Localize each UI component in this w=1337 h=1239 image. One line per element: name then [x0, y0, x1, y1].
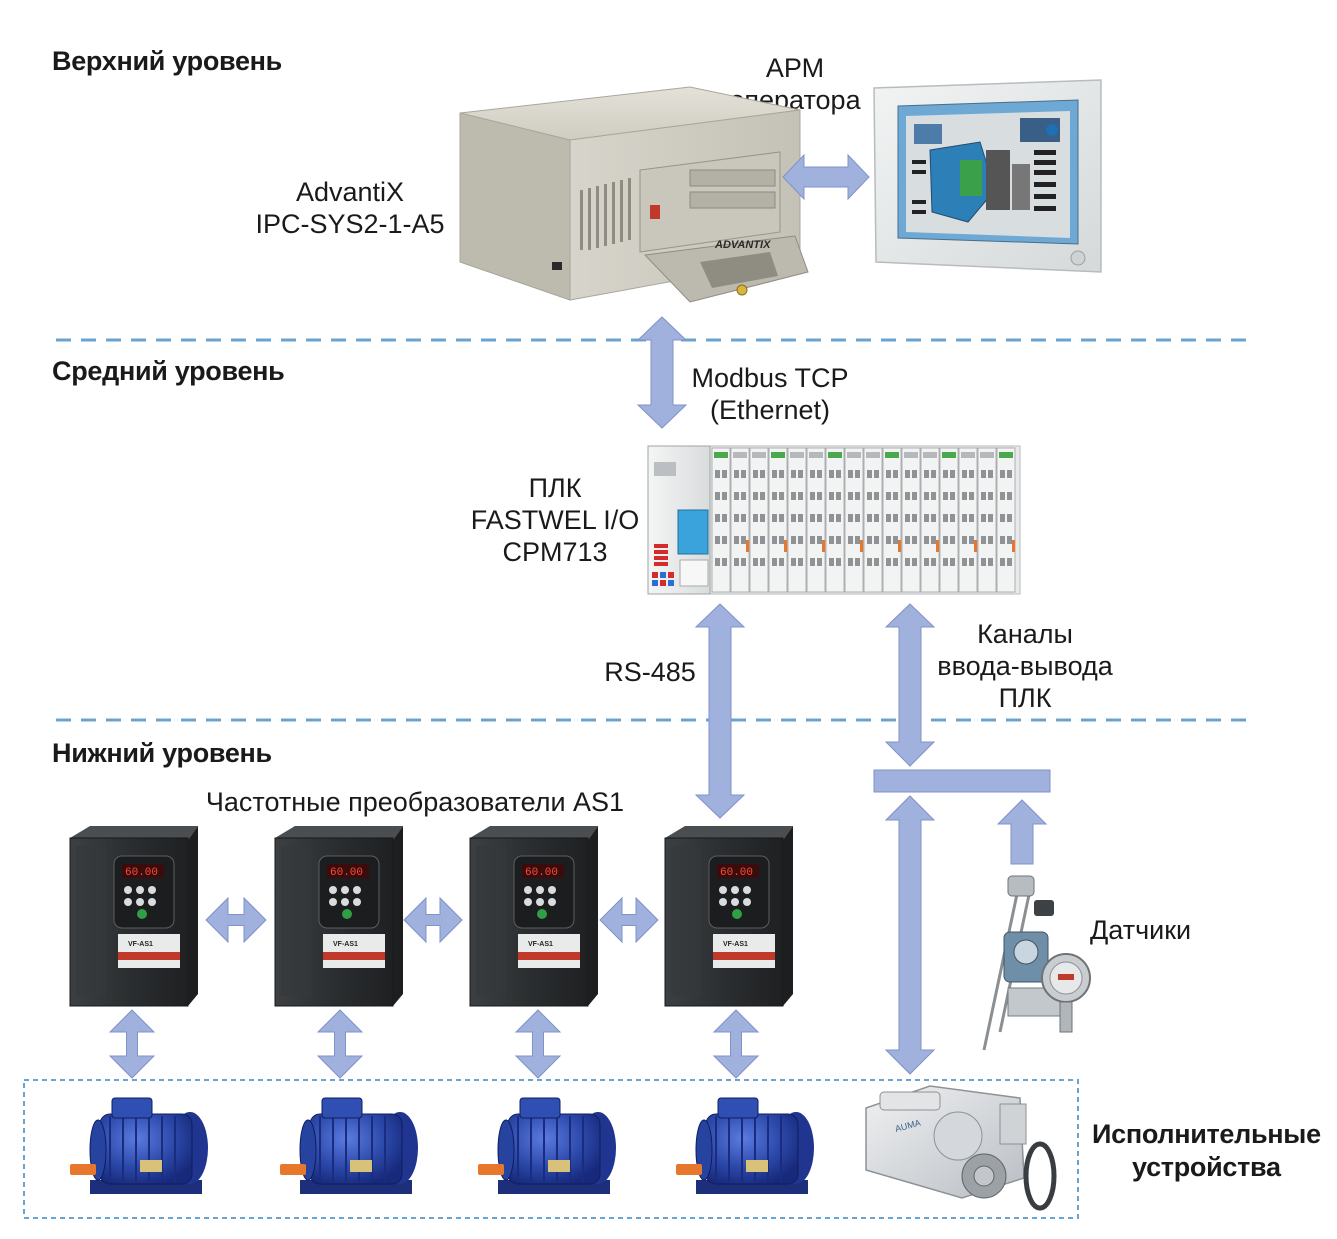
- plc-fastwel: [647, 445, 1021, 595]
- arrow-converter-link: [403, 896, 463, 944]
- actuators-frame: [23, 1079, 1079, 1219]
- computer-brand-line: AdvantiX: [295, 177, 405, 207]
- modbus-label: Modbus TCP (Ethernet): [680, 362, 860, 426]
- arrow-sensors-bus: [996, 799, 1048, 865]
- actuators-line: Исполнительные: [1092, 1119, 1321, 1149]
- plc-io-module: [996, 447, 1016, 593]
- io-label-line: ввода-вывода: [937, 651, 1113, 681]
- io-channels-label: Каналы ввода-вывода ПЛК: [920, 618, 1130, 714]
- plc-label: ПЛК FASTWEL I/O CPM713: [455, 472, 655, 568]
- motor-links: [108, 1009, 760, 1079]
- plc-io-module: [730, 447, 750, 593]
- plc-label-line: ПЛК: [528, 473, 582, 503]
- middle-level-title: Средний уровень: [52, 356, 285, 386]
- io-label-line: Каналы: [977, 619, 1073, 649]
- arm-label-line: АРМ: [765, 53, 825, 83]
- arrow-converter-link: [205, 896, 267, 944]
- arrow-motor-link: [712, 1009, 760, 1079]
- computer-model-line: IPC-SYS2-1-A5: [255, 209, 445, 239]
- sensors-label: Датчики: [1090, 915, 1192, 945]
- computer-brand-plate: ADVANTIX: [714, 239, 771, 251]
- computer-label: AdvantiX IPC-SYS2-1-A5: [240, 176, 460, 240]
- arrow-rs485: [694, 603, 746, 819]
- arrow-motor-link: [316, 1009, 364, 1079]
- converter-model: VF-AS1: [128, 941, 153, 948]
- operator-monitor: [873, 79, 1102, 273]
- electric-motor: [478, 1097, 616, 1194]
- arrow-bus-actuator: [884, 795, 936, 1075]
- plc-io-module: [920, 447, 940, 593]
- rs485-label: RS-485: [604, 657, 696, 687]
- actuators-label: Исполнительные устройства: [1092, 1118, 1321, 1184]
- arrow-converter-link: [599, 896, 659, 944]
- industrial-pc: ADVANTIX: [459, 86, 809, 303]
- converter-display: 60.00: [525, 867, 558, 879]
- converter-model: VF-AS1: [333, 941, 358, 948]
- arrow-modbus: [636, 316, 688, 429]
- plc-io-module: [882, 447, 902, 593]
- plc-io-module: [863, 447, 883, 593]
- frequency-converters: 60.00VF-AS160.00VF-AS160.00VF-AS160.00VF…: [69, 826, 793, 1007]
- plc-io-module: [844, 447, 864, 593]
- converters-label: Частотные преобразователи AS1: [205, 787, 625, 817]
- actuators-line: устройства: [1132, 1152, 1281, 1182]
- arrow-motor-link: [108, 1009, 156, 1079]
- io-bus-bar: [873, 769, 1051, 793]
- arrow-motor-link: [514, 1009, 562, 1079]
- electric-motor: [70, 1097, 208, 1194]
- plc-io-module: [939, 447, 959, 593]
- sensors-group: [982, 875, 1091, 1051]
- plc-io-module: [787, 447, 807, 593]
- plc-label-line: CPM713: [502, 537, 608, 567]
- modbus-line: Modbus TCP: [691, 363, 849, 393]
- converter-links: [205, 896, 659, 944]
- plc-io-module: [768, 447, 788, 593]
- plc-label-line: FASTWEL I/O: [470, 505, 640, 535]
- converter-model: VF-AS1: [723, 941, 748, 948]
- ethernet-line: (Ethernet): [709, 395, 831, 425]
- plc-io-module: [711, 447, 731, 593]
- converter-model: VF-AS1: [528, 941, 553, 948]
- plc-io-module: [825, 447, 845, 593]
- plc-io-module: [958, 447, 978, 593]
- converter-display: 60.00: [330, 867, 363, 879]
- plc-io-module: [806, 447, 826, 593]
- plc-io-module: [749, 447, 769, 593]
- lower-level-title: Нижний уровень: [52, 738, 272, 768]
- converter-display: 60.00: [125, 867, 158, 879]
- electric-motors: [70, 1097, 814, 1194]
- arrow-pc-monitor: [782, 153, 870, 201]
- upper-level-title: Верхний уровень: [52, 46, 282, 76]
- io-label-line: ПЛК: [998, 683, 1052, 713]
- arrow-io-channels: [884, 603, 936, 767]
- plc-io-modules: [711, 447, 1016, 593]
- electric-motor: [676, 1097, 814, 1194]
- converter-display: 60.00: [720, 867, 753, 879]
- electric-motor: [280, 1097, 418, 1194]
- plc-io-module: [977, 447, 997, 593]
- actuator-device: AUMA: [865, 1085, 1057, 1211]
- plc-io-module: [901, 447, 921, 593]
